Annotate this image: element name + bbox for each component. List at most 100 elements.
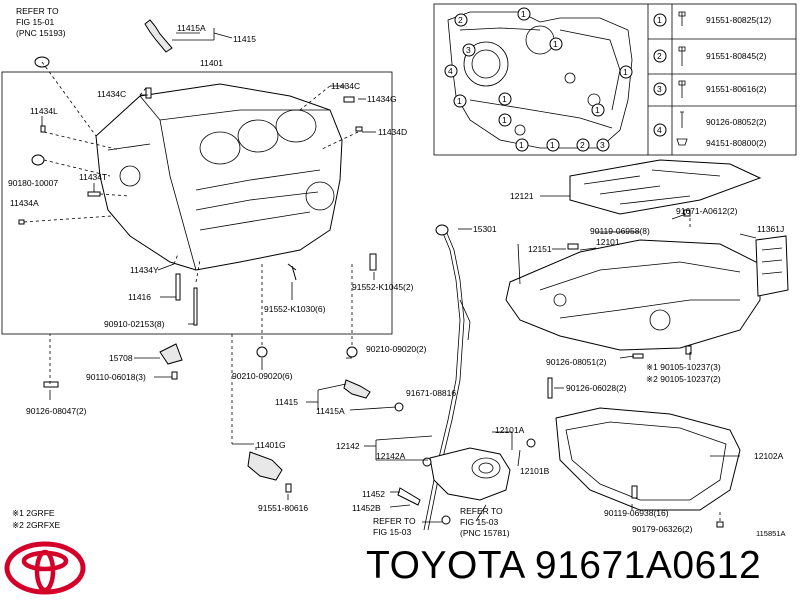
part-label: 90180-10007 xyxy=(8,178,58,188)
note-label: ※2 2GRFXE xyxy=(12,520,61,530)
part-label: 12151 xyxy=(528,244,552,254)
part-label: 11415 xyxy=(275,397,298,407)
part-label: 11452 xyxy=(362,489,385,499)
part-label: 91552-K1045(2) xyxy=(352,282,414,292)
part-labels: REFER TO FIG 15-01 (PNC 15193) 11415A 11… xyxy=(8,6,785,538)
part-label: 90126-08051(2) xyxy=(546,357,607,367)
part-label: 90210-09020(6) xyxy=(232,371,293,381)
marker: 4 xyxy=(448,66,453,76)
small-parts xyxy=(18,19,377,388)
cylinder-block-frame xyxy=(1,71,393,335)
refer-note: (PNC 15781) xyxy=(460,528,510,538)
marker: 1 xyxy=(457,96,462,106)
knock-sensor-drawing xyxy=(247,379,404,493)
inset-markers: 2 3 4 1 1 1 1 1 1 1 2 3 1 1 xyxy=(444,7,633,152)
refer-note: FIG 15-03 xyxy=(460,517,499,527)
part-label: 12142A xyxy=(376,451,406,461)
cylinder-block-drawing xyxy=(95,83,343,271)
part-label: 11434T xyxy=(79,172,107,182)
refer-note: REFER TO xyxy=(16,6,59,16)
marker: 1 xyxy=(595,105,600,115)
part-label: 90910-02153(8) xyxy=(104,319,165,329)
svg-text:91551-80825(12): 91551-80825(12) xyxy=(706,15,771,25)
part-label: 12101A xyxy=(495,425,525,435)
legend-table xyxy=(648,4,796,155)
refer-note: (PNC 15193) xyxy=(16,28,66,38)
refer-note: REFER TO xyxy=(373,516,416,526)
timing-cover-drawing xyxy=(447,11,633,149)
marker: 2 xyxy=(458,15,463,25)
note-label: ※1 2GRFE xyxy=(12,508,55,518)
svg-text:90126-08052(2): 90126-08052(2) xyxy=(706,117,767,127)
brand-part-number: TOYOTA 91671A0612 xyxy=(366,544,762,587)
marker: 1 xyxy=(553,39,558,49)
marker: 1 xyxy=(502,94,507,104)
part-label: 12121 xyxy=(510,191,534,201)
legend-row-3: 3 91551-80616(2) xyxy=(653,80,767,98)
svg-text:1: 1 xyxy=(657,15,662,25)
part-label: 11361J xyxy=(757,224,784,234)
part-label: 11415A xyxy=(316,406,345,416)
part-label: 90210-09020(2) xyxy=(366,344,427,354)
part-label: 90110-06018(3) xyxy=(86,372,146,382)
marker: 1 xyxy=(521,9,526,19)
part-label: 12101B xyxy=(520,466,550,476)
refer-note: FIG 15-01 xyxy=(16,17,55,27)
part-label: 11434L xyxy=(30,106,58,116)
svg-text:91551-80616(2): 91551-80616(2) xyxy=(706,84,767,94)
legend-row-4: 4 90126-08052(2) 94151-80800(2) xyxy=(653,111,767,148)
figure-code: 115851A xyxy=(756,529,785,538)
refer-note: FIG 15-03 xyxy=(373,527,412,537)
part-label: 15708 xyxy=(109,353,133,363)
part-label: 11416 xyxy=(128,292,151,302)
part-label: 11401G xyxy=(256,440,286,450)
part-label: 90179-06326(2) xyxy=(632,524,693,534)
part-label: 90119-06958(8) xyxy=(590,226,650,236)
part-label: 11434A xyxy=(10,198,39,208)
part-label: 11415 xyxy=(233,34,256,44)
svg-text:3: 3 xyxy=(657,84,662,94)
marker: 1 xyxy=(519,140,524,150)
part-label: 91671-A0612(2) xyxy=(676,206,738,216)
part-label: ※2 90105-10237(2) xyxy=(646,374,721,384)
part-label: 15301 xyxy=(473,224,497,234)
oil-filter-bracket-drawing xyxy=(397,447,511,525)
part-label: 90119-06938(16) xyxy=(604,508,669,518)
part-label: 11401 xyxy=(200,58,223,68)
part-label: 11434G xyxy=(367,94,397,104)
part-label: 12102A xyxy=(754,451,784,461)
marker: 3 xyxy=(466,45,471,55)
toyota-logo xyxy=(4,540,86,601)
svg-text:2: 2 xyxy=(657,51,662,61)
marker: 1 xyxy=(623,67,628,77)
part-label: 11434C xyxy=(331,81,360,91)
marker: 1 xyxy=(550,140,555,150)
part-label: 12101 xyxy=(596,237,620,247)
svg-text:4: 4 xyxy=(657,125,662,135)
part-label: ※1 90105-10237(3) xyxy=(646,362,721,372)
part-label: 90126-08047(2) xyxy=(26,406,87,416)
part-label: 11415A xyxy=(177,23,206,33)
part-label: 12142 xyxy=(336,441,360,451)
svg-text:94151-80800(2): 94151-80800(2) xyxy=(706,138,767,148)
legend-row-2: 2 91551-80845(2) xyxy=(653,46,767,66)
legend-row-1: 1 91551-80825(12) xyxy=(653,11,771,27)
part-label: 91671-08816 xyxy=(406,388,456,398)
part-label: 11434Y xyxy=(130,265,159,275)
part-label: 91552-K1030(6) xyxy=(264,304,326,314)
lower-oil-pan-drawing xyxy=(526,407,741,528)
refer-note: REFER TO xyxy=(460,506,503,516)
marker: 2 xyxy=(580,140,585,150)
marker: 3 xyxy=(600,140,605,150)
part-label: 11452B xyxy=(352,503,381,513)
part-label: 11434D xyxy=(378,127,407,137)
marker: 1 xyxy=(502,115,507,125)
part-label: 90126-06028(2) xyxy=(566,383,627,393)
leader-lines xyxy=(23,28,757,523)
svg-text:91551-80845(2): 91551-80845(2) xyxy=(706,51,767,61)
upper-oil-pan-drawing xyxy=(505,159,789,399)
inset-frame xyxy=(433,3,797,156)
part-label: 91551-80616 xyxy=(258,503,308,513)
part-label: 11434C xyxy=(97,89,126,99)
